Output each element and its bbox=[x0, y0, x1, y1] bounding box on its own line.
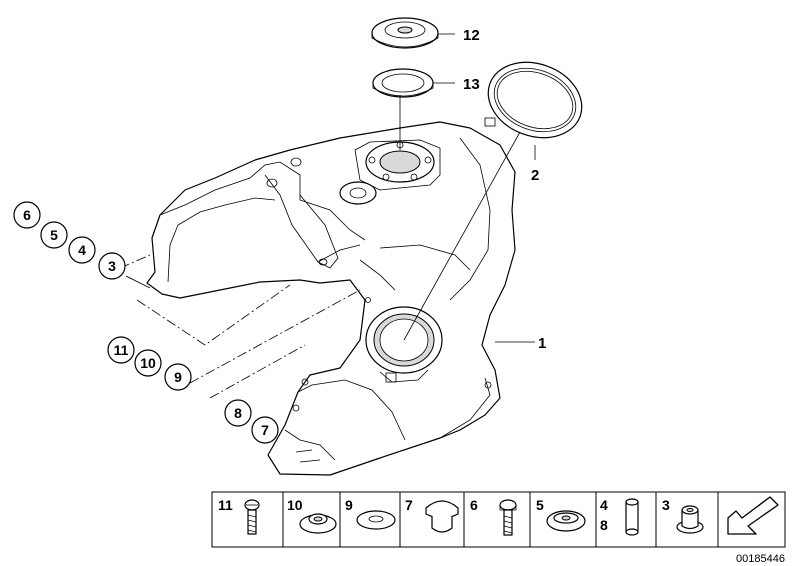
pump-seal-ring-part bbox=[484, 61, 583, 139]
leader-lines bbox=[125, 33, 536, 343]
circled-label-8: 8 bbox=[234, 405, 242, 421]
reference-number: 00185446 bbox=[736, 553, 785, 565]
callout-2: 2 bbox=[531, 167, 539, 184]
circled-label-group-left: 6 5 4 3 bbox=[13, 201, 126, 280]
fuel-tank bbox=[146, 121, 516, 476]
circled-label-4: 4 bbox=[78, 242, 86, 258]
circled-label-7: 7 bbox=[261, 422, 269, 438]
filler-ring-part bbox=[372, 68, 434, 98]
dashed-reference-lines bbox=[119, 254, 361, 399]
circled-label-3: 3 bbox=[108, 258, 116, 274]
bolt-icon bbox=[499, 499, 517, 536]
rubber-plug-icon bbox=[425, 500, 459, 533]
table-cell-number-7: 7 bbox=[405, 497, 413, 513]
circled-label-5: 5 bbox=[50, 227, 58, 243]
table-cell-number-10: 10 bbox=[287, 497, 303, 513]
parts-table: 11 10 9 7 6 5 4 8 3 bbox=[211, 491, 786, 548]
circled-label-10: 10 bbox=[140, 355, 156, 371]
callout-13: 13 bbox=[463, 76, 480, 93]
flat-washer-icon bbox=[356, 510, 396, 530]
rubber-washer-icon bbox=[546, 510, 586, 532]
grommet-washer-icon bbox=[299, 513, 337, 534]
screw-icon bbox=[244, 499, 260, 535]
table-cell-number-3: 3 bbox=[662, 497, 670, 513]
rubber-mount-icon bbox=[676, 505, 704, 534]
table-cell-number-6: 6 bbox=[470, 497, 478, 513]
callout-12: 12 bbox=[463, 27, 480, 44]
arrow-icon bbox=[727, 496, 779, 535]
table-cell-number-5: 5 bbox=[536, 497, 544, 513]
callout-1: 1 bbox=[538, 335, 546, 352]
table-cell-number-4: 4 bbox=[600, 497, 608, 513]
circled-label-11: 11 bbox=[114, 342, 129, 358]
circled-label-6: 6 bbox=[23, 207, 31, 223]
circled-label-9: 9 bbox=[174, 369, 182, 385]
table-cell-number-11: 11 bbox=[218, 497, 233, 513]
circled-label-group-mid: 11 10 9 bbox=[107, 336, 192, 391]
filler-cap-part bbox=[371, 17, 439, 49]
table-cell-number-9: 9 bbox=[345, 497, 353, 513]
spacer-sleeve-icon bbox=[625, 498, 639, 536]
table-cell-number-8: 8 bbox=[600, 517, 608, 533]
circled-label-group-low: 8 7 bbox=[224, 399, 279, 444]
